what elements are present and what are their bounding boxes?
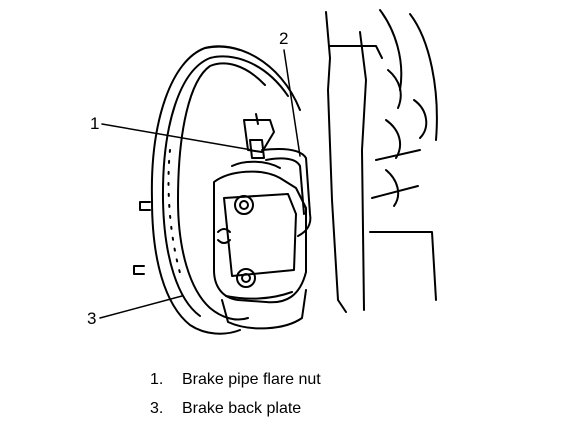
callout-3: 3 [87,309,97,328]
caliper-bolts [234,195,256,288]
leader-3 [99,295,183,319]
legend-text: Brake pipe flare nut [182,371,321,388]
callout-1: 1 [90,114,100,133]
brake-back-plate [150,45,301,335]
legend-item-3: 3. Brake back plate [150,401,301,417]
legend-item-1: 1. Brake pipe flare nut [150,372,321,388]
leader-1 [101,123,253,151]
brake-pipe-flare-nut [243,113,275,159]
strut-assembly [325,9,438,313]
callout-2: 2 [279,29,289,48]
legend-number: 3. [150,400,164,417]
wheel-studs [133,201,151,275]
leader-lines [99,49,301,319]
brake-hose [261,148,312,237]
brake-caliper [213,160,307,330]
legend-text: Brake back plate [182,400,302,417]
legend-number: 1. [150,371,164,388]
leader-2 [283,49,301,157]
